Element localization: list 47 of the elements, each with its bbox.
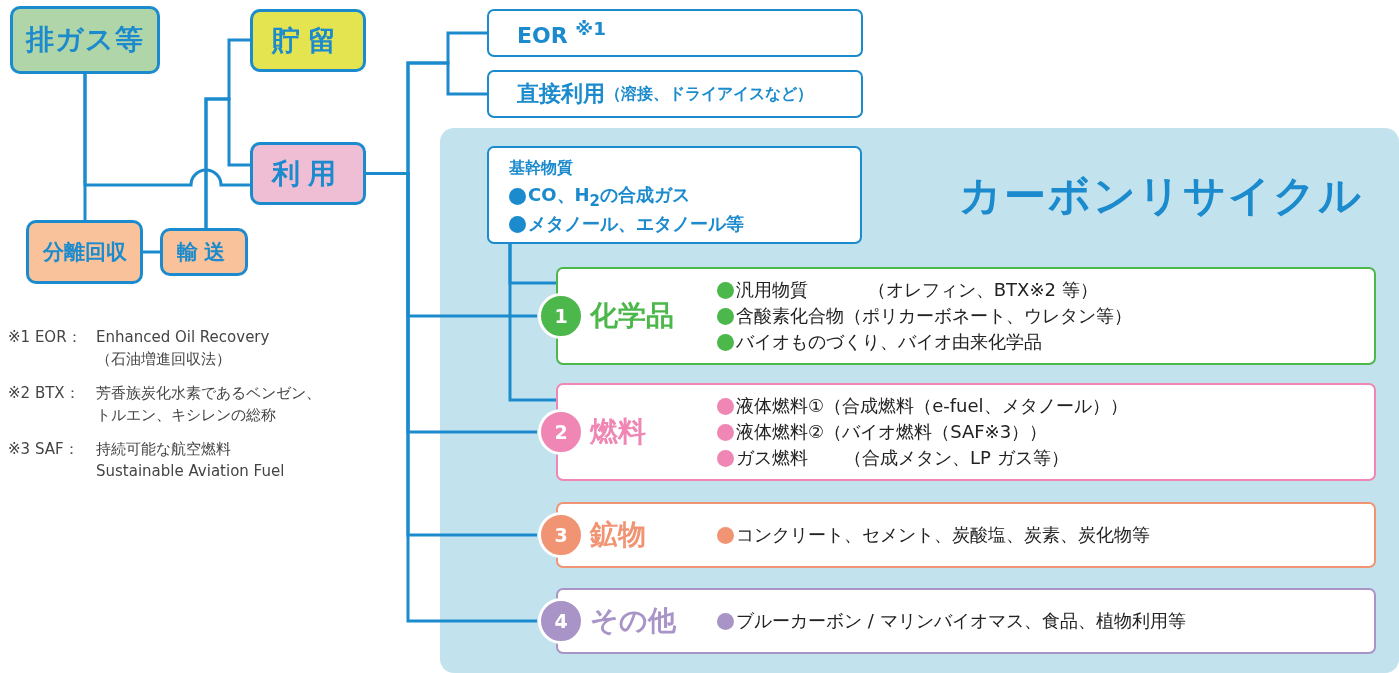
footnote-term: ※3 SAF： [8,439,79,460]
footnote-term: ※1 EOR： [8,327,82,348]
number-badge: 3 [538,512,584,558]
list-item: 液体燃料②（バイオ燃料（SAF※3）） [736,420,1048,444]
number-badge: 1 [538,293,584,339]
box-label: 輸送 [177,239,231,266]
box-label: 分離回収 [42,239,127,266]
note-text: （溶接、ドライアイスなど） [605,83,813,105]
number-badge: 2 [538,409,584,455]
list-item: 液体燃料①（合成燃料（e-fuel、メタノール）） [736,394,1128,418]
category-title: 鉱物 [590,517,646,553]
category-title: 化学品 [590,298,674,334]
use-box [487,9,863,57]
box-label: 貯留 [272,22,344,59]
list-item: メタノール、エタノール等 [528,212,744,236]
process-box [250,142,366,205]
use-box [487,70,863,118]
list-item: ブルーカーボン / マリンバイオマス、食品、植物利用等 [736,609,1186,633]
connector-line [83,74,250,187]
box-label: EOR $^{※1}$ [517,17,606,49]
connector-line [143,250,160,254]
connector-line [508,244,556,402]
process-box [160,228,248,276]
box-label: 直接利用 [517,80,605,108]
connector-line [204,97,250,228]
list-item: バイオものづくり、バイオ由来化学品 [736,330,1042,354]
panel-background [440,128,1399,673]
panel-title: カーボンリサイクル [959,170,1363,222]
box-label: 利用 [272,155,344,192]
footnote-term: ※2 BTX： [8,383,80,404]
list-item: コンクリート、セメント、炭酸塩、炭素、炭化物等 [736,523,1150,547]
material-box [487,146,862,244]
box-heading: 基幹物質 [509,157,573,179]
list-item: CO、H$_{2}$の合成ガス [528,182,690,210]
list-item: 汎用物質 （オレフィン、BTX※2 等） [736,278,1098,302]
category-title: 燃料 [590,414,646,450]
list-item: 含酸素化合物（ポリカーボネート、ウレタン等） [736,304,1132,328]
footnote-text: 持続可能な航空燃料 Sustainable Aviation Fuel [96,439,286,482]
footnote-text: Enhanced Oil Recovery （石油増進回収法） [96,327,271,370]
footnote-text: 芳香族炭化水素であるベンゼン、トルエン、キシレンの総称 [96,383,322,426]
list-item: ガス燃料 （合成メタン、LP ガス等） [736,446,1069,470]
process-box [10,6,160,74]
process-box [26,220,143,284]
number-badge: 4 [538,598,584,644]
box-label: 排ガス等 [26,22,144,58]
category-title: その他 [590,603,676,639]
process-box [250,9,366,72]
